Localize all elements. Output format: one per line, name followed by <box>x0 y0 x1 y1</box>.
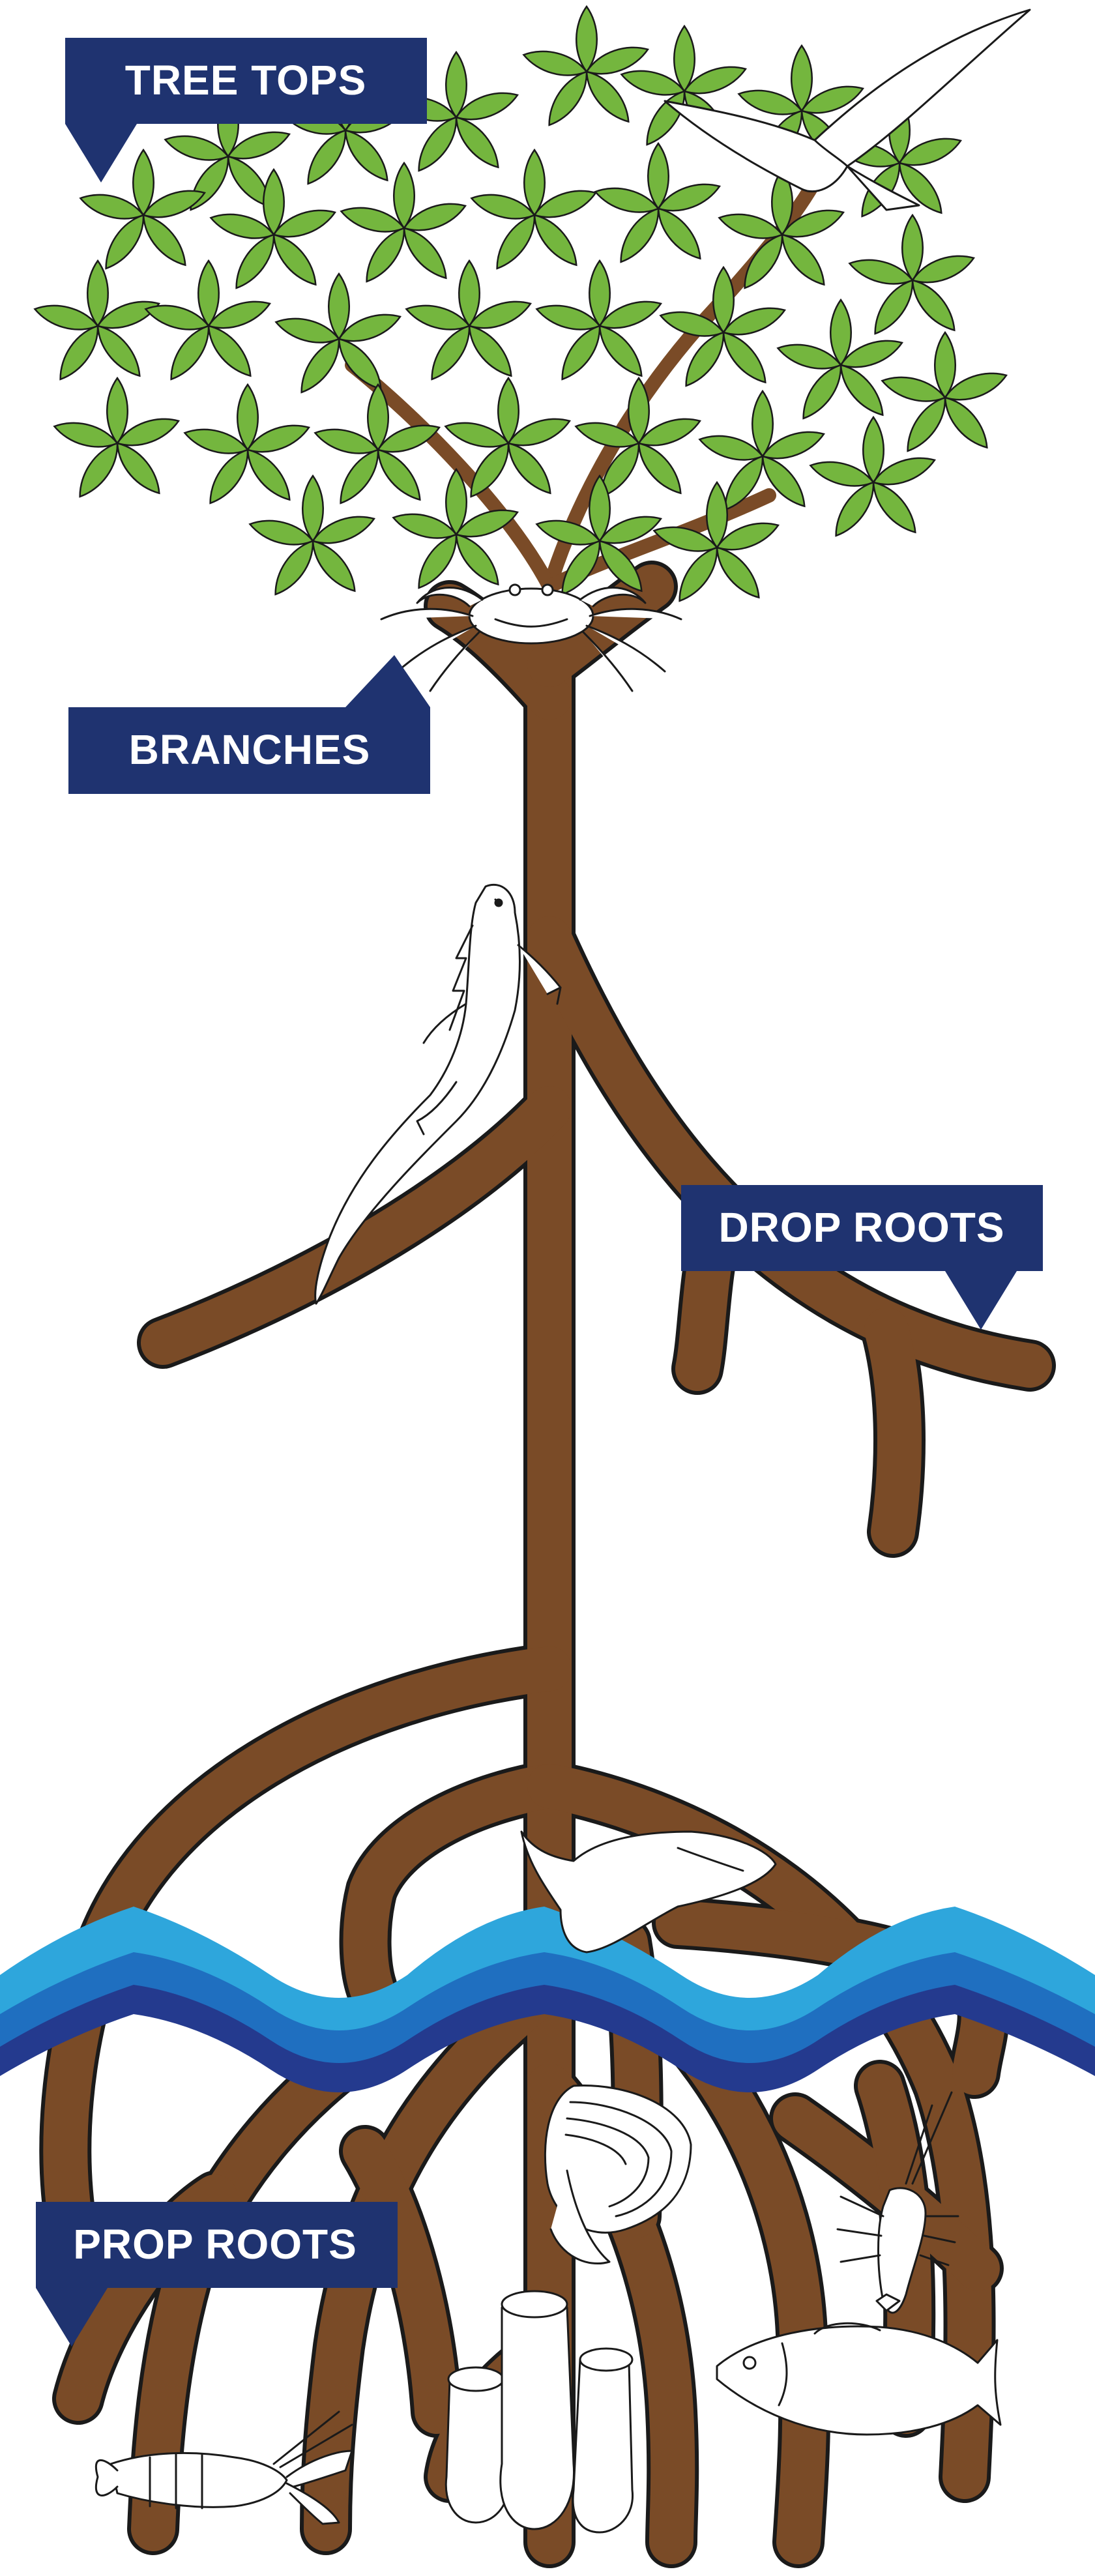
label-branches: BRANCHES <box>68 655 430 794</box>
label-prop-roots-text: PROP ROOTS <box>73 2221 357 2268</box>
sponge-icon <box>446 2291 632 2532</box>
bird-icon <box>665 10 1030 210</box>
label-drop-roots-text: DROP ROOTS <box>718 1204 1004 1251</box>
label-tree-tops-text: TREE TOPS <box>125 57 367 104</box>
label-branches-text: BRANCHES <box>129 726 371 773</box>
